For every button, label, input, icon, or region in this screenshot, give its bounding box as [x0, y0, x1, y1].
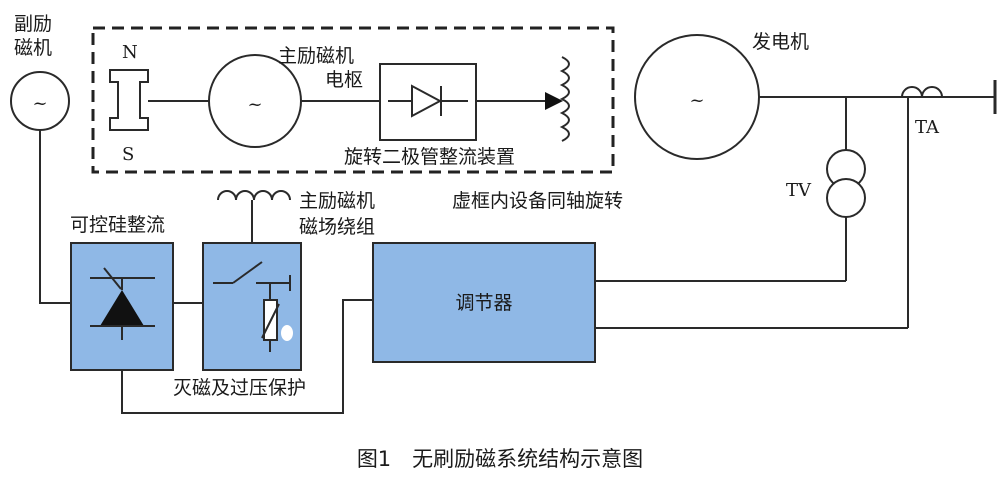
thyristor-gate: [103, 267, 122, 290]
ta-coil-icon: [901, 86, 943, 98]
varistor-slash: [261, 303, 280, 339]
rotating-rectifier-label: 旋转二极管整流装置: [344, 146, 515, 168]
thyristor-icon: [100, 290, 144, 326]
rotating-note-label: 虚框内设备同轴旋转: [452, 190, 623, 212]
diode-icon: [411, 84, 443, 118]
generator-field-coil-icon: [559, 56, 570, 142]
tv-coil-bottom-icon: [826, 178, 866, 218]
figure-caption: 图1 无刷励磁系统结构示意图: [357, 447, 643, 471]
armature-label-2: 电枢: [325, 69, 363, 91]
exciter-to-rectifier-wire: [39, 130, 71, 304]
pole-n-label: N: [122, 42, 138, 63]
rotor-pole-icon: [109, 69, 149, 131]
pole-s-label: S: [122, 144, 134, 165]
pilot-exciter-label-1: 副励: [14, 13, 52, 35]
regulator-label: 调节器: [455, 292, 512, 314]
deexcitation-label: 灭磁及过压保护: [173, 377, 306, 399]
ta-label: TA: [915, 117, 940, 138]
regulator-block: [372, 242, 596, 363]
armature-ac-symbol: ~: [247, 94, 262, 115]
tv-label: TV: [786, 180, 812, 201]
field-winding-label-1: 主励磁机: [299, 190, 375, 212]
switch-blade-icon: [232, 261, 263, 284]
arrow-icon: [545, 92, 563, 110]
thyristor-rectifier-label: 可控硅整流: [70, 214, 165, 236]
pilot-exciter-ac-symbol: ~: [32, 93, 47, 114]
rotating-boundary: [91, 26, 615, 174]
varistor-highlight: [281, 325, 293, 341]
generator-label: 发电机: [752, 31, 809, 53]
deexcitation-block: [202, 242, 302, 371]
field-winding-coil-icon: [217, 190, 291, 201]
regulator-control-wire: [121, 299, 373, 414]
armature-label-1: 主励磁机: [278, 45, 354, 67]
pilot-exciter-label-2: 磁机: [14, 37, 52, 59]
generator-ac-symbol: ~: [689, 90, 704, 111]
field-winding-label-2: 磁场绕组: [299, 216, 375, 238]
